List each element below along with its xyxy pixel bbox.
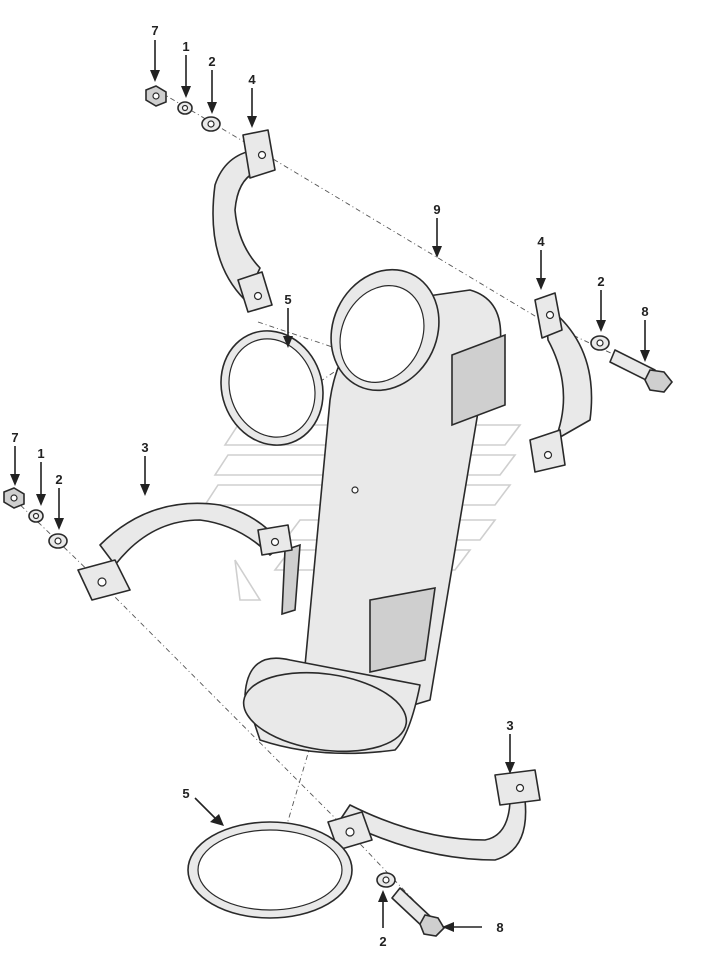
callout-4-top: 4 (248, 72, 256, 87)
seal-ring-upper (220, 330, 324, 446)
callout-8-right: 8 (641, 304, 648, 319)
callout-7-top: 7 (151, 23, 158, 38)
clamp-half-left-lower (77, 502, 293, 601)
callout-1-left: 1 (37, 446, 44, 461)
clamp-half-right (529, 292, 593, 473)
fasteners-left (3, 487, 68, 549)
callout-2-right: 2 (597, 274, 604, 289)
fasteners-right (590, 335, 674, 393)
clamp-half-upper-left (212, 129, 276, 313)
clamp-half-right-lower (327, 769, 541, 861)
callout-2-top: 2 (208, 54, 215, 69)
callout-labels: 7 1 2 4 9 4 2 8 5 7 1 2 3 3 5 2 8 (11, 23, 648, 949)
callout-7-left: 7 (11, 430, 18, 445)
callout-1-top: 1 (182, 39, 189, 54)
callout-arrows (10, 40, 650, 932)
callout-2-bottom: 2 (379, 934, 386, 949)
callout-2-left: 2 (55, 472, 62, 487)
callout-3-left: 3 (141, 440, 148, 455)
callout-5-upper: 5 (284, 292, 291, 307)
seal-ring-lower (187, 821, 353, 919)
fasteners-top-left (145, 85, 221, 132)
callout-3-right: 3 (506, 718, 513, 733)
callout-4-right: 4 (537, 234, 545, 249)
callout-5-lower: 5 (182, 786, 189, 801)
callout-9: 9 (433, 202, 440, 217)
elbow-pipe (242, 268, 506, 755)
fasteners-bottom (376, 872, 446, 937)
callout-8-bottom: 8 (496, 920, 503, 935)
